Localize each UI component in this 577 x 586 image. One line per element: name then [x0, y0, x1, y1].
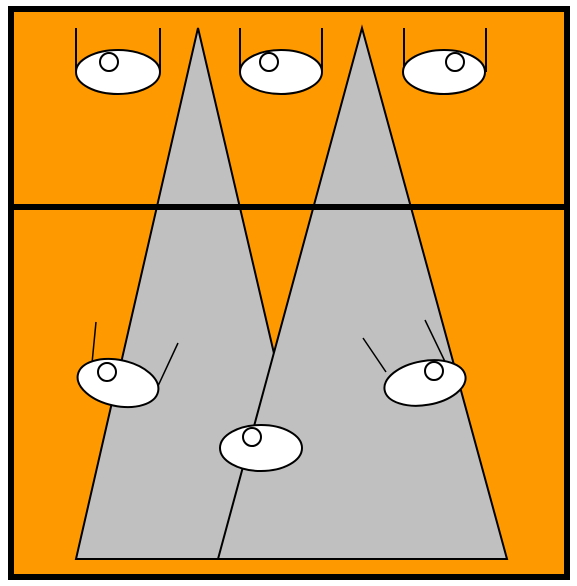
lamp-bulb	[425, 362, 443, 380]
lamp-bulb	[260, 53, 278, 71]
lamp-bulb	[98, 363, 116, 381]
lamp-shade	[220, 425, 302, 471]
lamp-bulb	[446, 53, 464, 71]
lamp-bulb	[100, 53, 118, 71]
lamp-shade	[240, 50, 322, 94]
lamp-shade	[403, 50, 485, 94]
lamp-shade	[76, 50, 160, 94]
floor-lamp-center	[220, 425, 302, 471]
lamp-bulb	[243, 428, 261, 446]
